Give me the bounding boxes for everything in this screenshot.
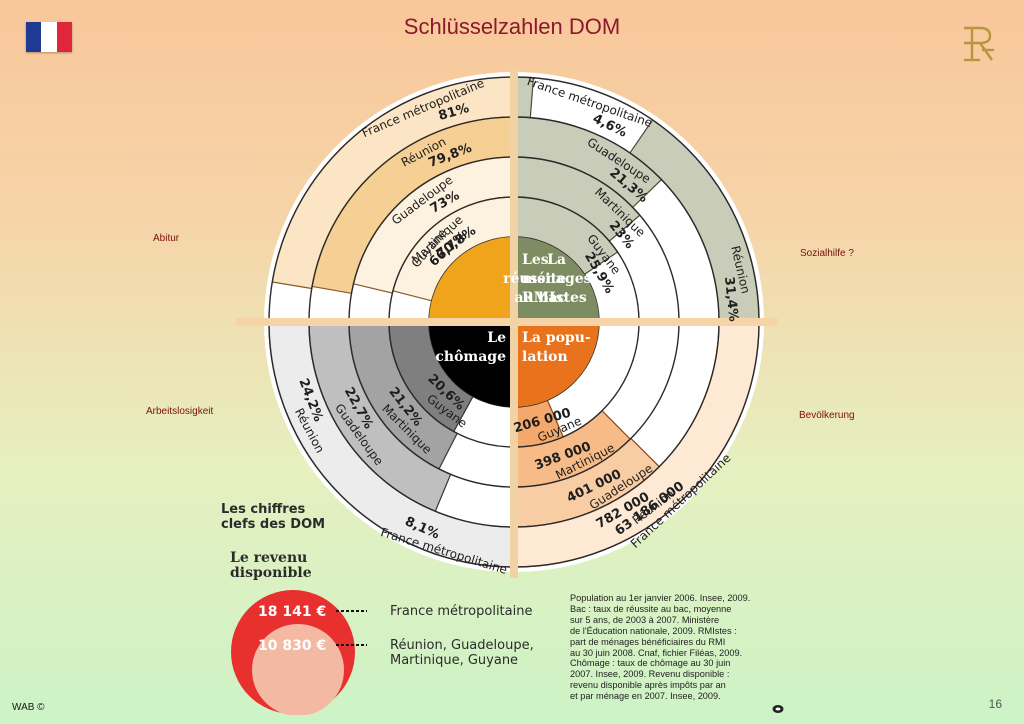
income-comparison-graphic: 18 141 € 10 830 € xyxy=(231,590,367,715)
population-center-label: La popu- xyxy=(522,330,591,346)
label-arbeitslosigkeit: Arbeitslosigkeit xyxy=(146,406,214,417)
flag-blue-stripe xyxy=(26,22,42,52)
rf-monogram-logo xyxy=(964,26,994,62)
dom-income-label: Réunion, Guadeloupe, Martinique, Guyane xyxy=(390,638,534,668)
rmi-center-label: ménages xyxy=(522,271,592,287)
metro-income-value: 18 141 € xyxy=(258,604,326,620)
bac-center-label: réussite xyxy=(503,271,566,287)
bac-center-label: La xyxy=(547,252,566,268)
chomage-center-disc xyxy=(429,322,514,407)
label-bevoelkerung: Bevölkerung xyxy=(799,410,855,421)
publisher-mark-icon xyxy=(772,705,784,713)
population-center-label: lation xyxy=(522,349,568,365)
label-sozialhilfe: Sozialhilfe ? xyxy=(800,248,854,259)
key-figures-heading: Les chiffres clefs des DOM xyxy=(221,502,326,532)
metro-income-label: France métropolitaine xyxy=(390,604,533,619)
revenue-heading: Le revenu disponible xyxy=(230,550,312,581)
chomage-center-label: Le xyxy=(487,330,506,346)
dom-income-circle xyxy=(252,624,344,715)
rmi-item-5-value: 31,4% xyxy=(721,276,741,322)
french-flag xyxy=(26,22,72,52)
population-center-disc xyxy=(514,322,599,407)
page-number: 16 xyxy=(988,697,1002,711)
cross-gap-vertical xyxy=(510,68,518,578)
bac-center-disc xyxy=(429,237,514,322)
dom-income-value: 10 830 € xyxy=(258,638,326,654)
copyright: WAB © xyxy=(12,702,45,713)
slide-title: Schlüsselzahlen DOM xyxy=(403,14,621,39)
sources-note: Population au 1er janvier 2006. Insee, 2… xyxy=(570,593,751,702)
rmi-center-disc xyxy=(514,237,599,322)
flag-red-stripe xyxy=(56,22,72,52)
cross-gap-horizontal xyxy=(236,318,778,326)
rmi-center-label: Les xyxy=(522,252,549,268)
flag-white-stripe xyxy=(41,22,57,52)
bac-center-label: au bac xyxy=(514,290,566,306)
chomage-center-label: chômage xyxy=(435,349,506,365)
label-abitur: Abitur xyxy=(153,233,180,244)
rmi-center-label: RMIstes xyxy=(522,290,587,306)
